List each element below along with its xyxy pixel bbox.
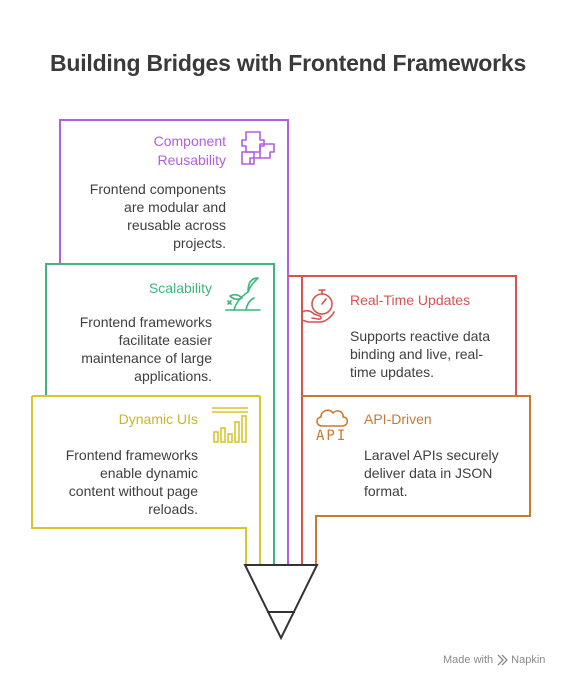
funnel-shape <box>243 564 319 641</box>
api-title: API-Driven <box>364 411 432 427</box>
dynamic-text: Frontend frameworks enable dynamic conte… <box>65 447 198 517</box>
component-title: Component Reusability <box>153 133 226 168</box>
scalability-text: Frontend frameworks facilitate easier ma… <box>79 314 212 384</box>
api-icon-label: API <box>316 428 348 444</box>
realtime-title: Real-Time Updates <box>350 292 471 308</box>
component-frame <box>59 119 289 565</box>
footer-attribution: Made with Napkin <box>443 654 545 666</box>
api-text: Laravel APIs securely deliver data in JS… <box>364 447 499 499</box>
cloud-api-icon: API <box>312 404 352 448</box>
diagram-title: Building Bridges with Frontend Framework… <box>49 50 527 76</box>
napkin-brand: Napkin <box>511 654 546 666</box>
scalability-frame <box>45 263 275 565</box>
realtime-frame <box>288 275 517 396</box>
cloud-icon <box>316 409 349 427</box>
stopwatch-hand-icon <box>301 289 335 323</box>
scalability-title: Scalability <box>148 280 212 296</box>
dynamic-frame <box>31 396 247 565</box>
realtime-text: Supports reactive data binding and live,… <box>350 328 491 380</box>
growing-plant-icon <box>225 277 261 311</box>
puzzle-icon <box>241 131 275 165</box>
api-frame <box>302 395 531 565</box>
napkin-logo-icon <box>497 654 509 666</box>
component-text: Frontend components are modular and reus… <box>89 181 226 251</box>
made-with-label: Made with <box>443 654 494 666</box>
dynamic-title: Dynamic UIs <box>118 411 198 427</box>
bar-chart-icon <box>212 407 248 443</box>
